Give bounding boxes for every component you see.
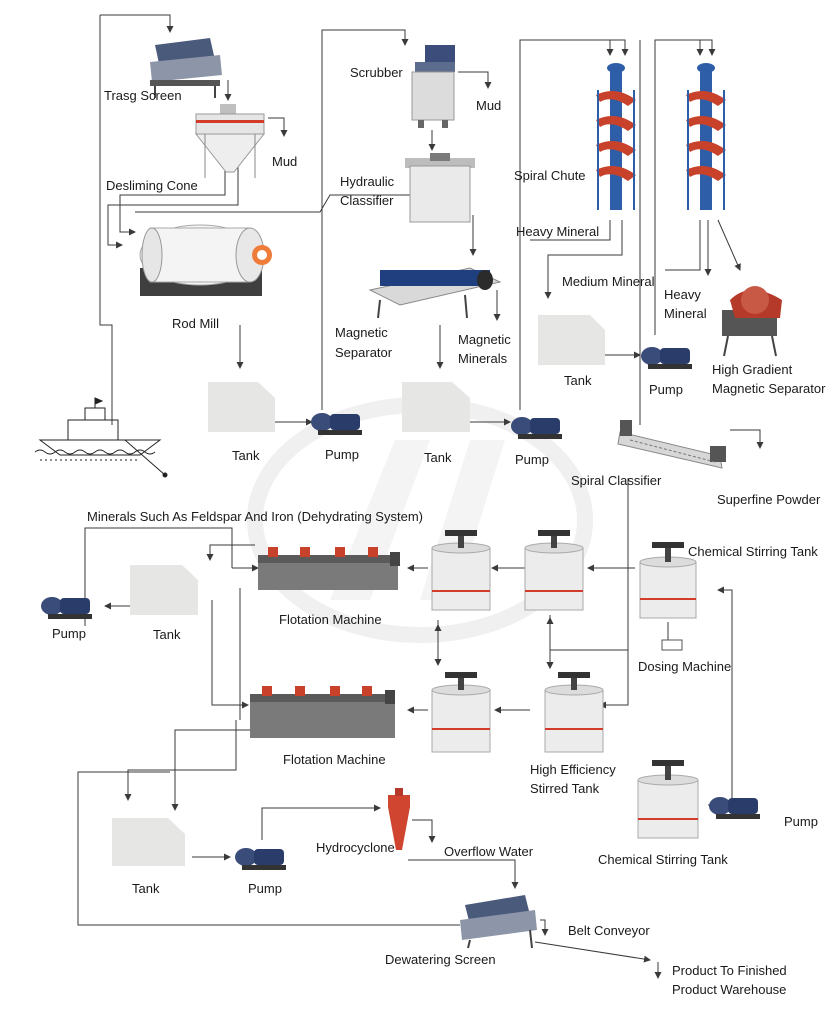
pump-icon <box>235 848 286 870</box>
label-flotation-machine-2: Flotation Machine <box>283 752 386 767</box>
pump-icon <box>511 417 562 439</box>
label-product-line2: Product Warehouse <box>672 982 787 997</box>
label-magnetic-minerals-line2: Minerals <box>458 351 508 366</box>
pump-icon <box>641 347 692 369</box>
rod-mill-icon <box>139 224 272 296</box>
label-trasg-screen: Trasg Screen <box>104 88 182 103</box>
hydrocyclone-icon <box>388 788 410 850</box>
label-chemical-stirring-tank-2: Chemical Stirring Tank <box>598 852 728 867</box>
spiral-chute-icon <box>596 63 636 210</box>
stirring-tank-icon <box>431 530 491 611</box>
dosing-machine-icon <box>661 639 683 651</box>
label-heavy-mineral-2-line1: Heavy <box>664 287 701 302</box>
label-flotation-machine-1: Flotation Machine <box>279 612 382 627</box>
tank-icon <box>538 315 605 365</box>
label-hydraulic-classifier-line1: Hydraulic <box>340 174 395 189</box>
stirring-tank-icon <box>431 672 491 753</box>
tank-icon <box>130 565 198 615</box>
label-mud-2: Mud <box>476 98 502 113</box>
label-mud-1: Mud <box>272 154 298 169</box>
label-tank-2: Tank <box>424 450 452 465</box>
tank-icon <box>402 382 470 432</box>
stirring-tank-icon <box>524 530 584 611</box>
label-tank-4: Tank <box>153 627 181 642</box>
label-magnetic-minerals-line1: Magnetic <box>458 332 511 347</box>
chemical-stirring-tank-2-icon <box>637 760 699 839</box>
label-overflow-water: Overflow Water <box>444 844 534 859</box>
dredger-boat-icon <box>34 397 168 478</box>
label-dosing-machine: Dosing Machine <box>638 659 732 674</box>
flotation-machine-2-icon <box>250 686 395 738</box>
desliming-cone-icon <box>194 104 266 178</box>
label-tank-3: Tank <box>564 373 592 388</box>
label-pump-4: Pump <box>52 626 86 641</box>
label-pump-5: Pump <box>784 814 818 829</box>
label-tank-5: Tank <box>132 881 160 896</box>
trasg-screen-icon <box>150 38 222 98</box>
label-high-efficiency-line1: High Efficiency <box>530 762 616 777</box>
flotation-machine-icon <box>258 547 400 590</box>
label-heavy-mineral-1: Heavy Mineral <box>516 224 600 239</box>
tank-icon <box>112 818 185 866</box>
label-high-gradient-line1: High Gradient <box>712 362 793 377</box>
label-rod-mill: Rod Mill <box>172 316 219 331</box>
label-spiral-chute: Spiral Chute <box>514 168 586 183</box>
label-heavy-mineral-2-line2: Mineral <box>664 306 707 321</box>
label-minerals-dehydrating: Minerals Such As Feldspar And Iron (Dehy… <box>87 509 423 524</box>
label-pump-1: Pump <box>325 447 359 462</box>
high-gradient-magnetic-separator-icon <box>722 286 782 357</box>
label-magnetic-separator-line2: Separator <box>335 345 393 360</box>
pump-icon <box>41 597 92 619</box>
hydraulic-classifier-icon <box>405 153 475 223</box>
pump-icon <box>709 797 760 819</box>
label-chemical-stirring-tank-1: Chemical Stirring Tank <box>688 544 818 559</box>
spiral-classifier-icon <box>617 420 726 469</box>
label-pump-6: Pump <box>248 881 282 896</box>
label-belt-conveyor: Belt Conveyor <box>568 923 650 938</box>
label-superfine-powder: Superfine Powder <box>717 492 821 507</box>
label-hydraulic-classifier-line2: Classifier <box>340 193 394 208</box>
label-hydrocyclone: Hydrocyclone <box>316 840 395 855</box>
label-product-line1: Product To Finished <box>672 963 787 978</box>
flow-lines <box>77 14 764 979</box>
magnetic-separator-icon <box>368 267 502 319</box>
high-efficiency-stirred-tank-icon <box>544 672 604 753</box>
label-desliming-cone: Desliming Cone <box>106 178 198 193</box>
chemical-stirring-tank-icon <box>639 542 697 619</box>
tank-icon <box>208 382 275 432</box>
label-medium-mineral: Medium Mineral <box>562 274 655 289</box>
label-scrubber: Scrubber <box>350 65 403 80</box>
scrubber-icon <box>411 45 455 128</box>
label-high-efficiency-line2: Stirred Tank <box>530 781 600 796</box>
label-pump-3: Pump <box>649 382 683 397</box>
dewatering-screen-icon <box>460 895 537 949</box>
label-high-gradient-line2: Magnetic Separator <box>712 381 826 396</box>
pump-icon <box>311 413 362 435</box>
label-tank-1: Tank <box>232 448 260 463</box>
label-spiral-classifier: Spiral Classifier <box>571 473 662 488</box>
spiral-chute-2-icon <box>686 63 726 210</box>
label-dewatering-screen: Dewatering Screen <box>385 952 496 967</box>
label-pump-2: Pump <box>515 452 549 467</box>
label-magnetic-separator-line1: Magnetic <box>335 325 388 340</box>
